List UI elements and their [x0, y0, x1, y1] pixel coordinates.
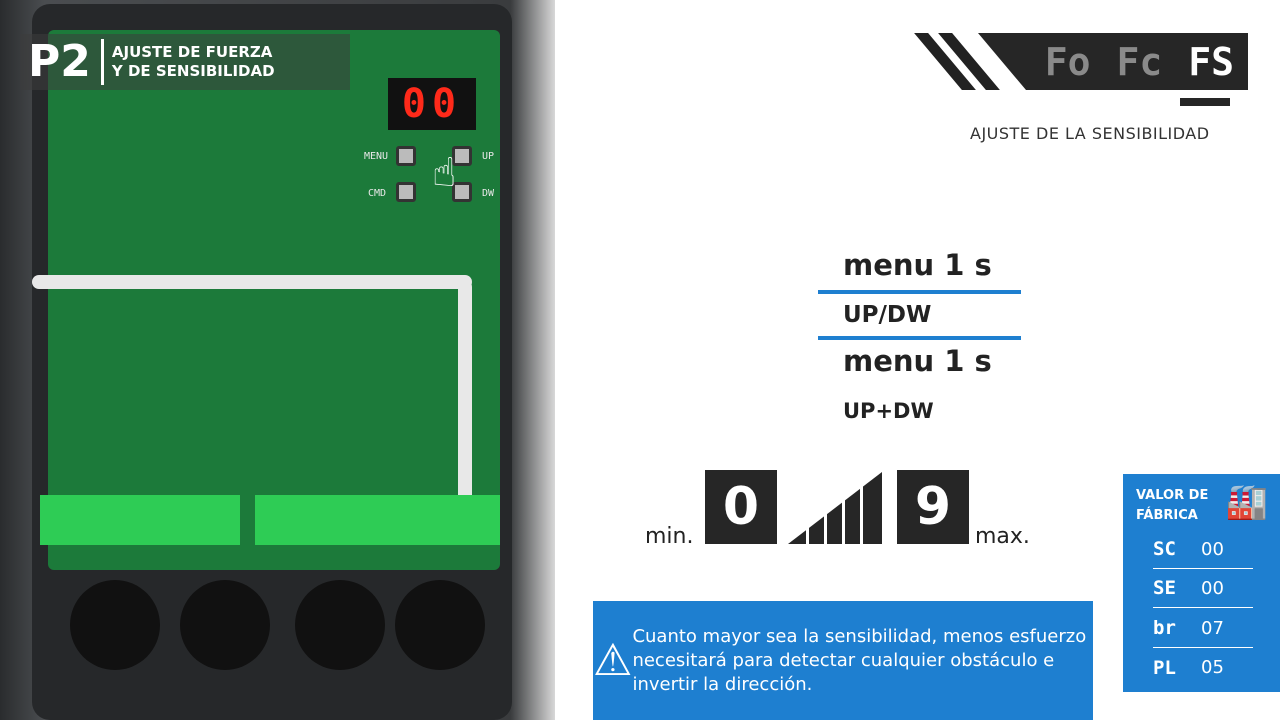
- step-1: menu 1 s: [843, 248, 992, 282]
- divider: [818, 290, 1021, 294]
- cable-gland: [295, 580, 385, 670]
- factory-title: VALOR DE FÁBRICA: [1136, 486, 1208, 526]
- factory-value: 07: [1201, 617, 1224, 639]
- terminal-block-right: [255, 495, 500, 545]
- white-cable-vertical: [458, 280, 472, 520]
- factory-title-line2: FÁBRICA: [1136, 508, 1198, 523]
- section-title-line2: Y DE SENSIBILIDAD: [111, 62, 275, 80]
- warning-icon: ⚠: [593, 635, 633, 686]
- section-badge: P2 AJUSTE DE FUERZA Y DE SENSIBILIDAD: [20, 34, 350, 90]
- factory-code: SC: [1153, 538, 1176, 560]
- board-label-up: UP: [482, 151, 495, 162]
- factory-code: br: [1153, 617, 1176, 639]
- step-4: UP+DW: [843, 399, 934, 423]
- pointing-hand-icon: ☝: [432, 150, 457, 196]
- active-indicator: [1180, 98, 1230, 106]
- white-cable: [32, 275, 472, 289]
- factory-code: PL: [1153, 656, 1176, 679]
- factory-value: 00: [1201, 538, 1224, 560]
- factory-value: 00: [1201, 577, 1224, 599]
- info-box: ⚠ Cuanto mayor sea la sensibilidad, meno…: [593, 601, 1093, 720]
- display-panel: Fo Fc FS: [978, 33, 1248, 90]
- factory-value: 05: [1201, 657, 1224, 678]
- cable-gland: [180, 580, 270, 670]
- factory-row: SE 00: [1153, 569, 1253, 608]
- display-code-fc: Fc: [1116, 39, 1163, 84]
- board-label-cmd: CMD: [368, 188, 387, 199]
- display-code-fs: FS: [1188, 39, 1234, 84]
- up-button[interactable]: [452, 146, 472, 166]
- info-text: Cuanto mayor sea la sensibilidad, menos …: [632, 625, 1087, 695]
- factory-icon: 🏭: [1225, 482, 1268, 522]
- cable-gland: [70, 580, 160, 670]
- factory-title-line1: VALOR DE: [1136, 488, 1209, 503]
- dw-button[interactable]: [452, 182, 472, 202]
- factory-row: PL 05: [1153, 648, 1253, 687]
- signal-bars-icon: [788, 472, 882, 544]
- max-value: 9: [897, 470, 969, 544]
- max-label: max.: [975, 524, 1030, 549]
- divider: [818, 336, 1021, 340]
- min-value: 0: [705, 470, 777, 544]
- step-2: UP/DW: [843, 302, 932, 328]
- menu-button[interactable]: [396, 146, 416, 166]
- section-number: P2: [20, 39, 104, 85]
- min-label: min.: [645, 524, 694, 549]
- terminal-block-left: [40, 495, 240, 545]
- function-display: Fo Fc FS: [914, 33, 1248, 90]
- section-title-line1: AJUSTE DE FUERZA: [111, 43, 273, 61]
- factory-row: SC 00: [1153, 530, 1253, 569]
- board-label-menu: MENU: [364, 151, 389, 162]
- cmd-button[interactable]: [396, 182, 416, 202]
- factory-row: br 07: [1153, 609, 1253, 648]
- display-code-fo: Fo: [1044, 39, 1091, 84]
- step-3: menu 1 s: [843, 344, 992, 378]
- sensitivity-scale: min. 0 9 max.: [645, 470, 1045, 550]
- board-label-dw: DW: [482, 188, 495, 199]
- control-board-photo: 00 MENU UP CMD DW ☝: [0, 0, 555, 720]
- display-subtitle: AJUSTE DE LA SENSIBILIDAD: [970, 124, 1210, 143]
- section-title: AJUSTE DE FUERZA Y DE SENSIBILIDAD: [104, 43, 275, 81]
- factory-code: SE: [1153, 577, 1176, 599]
- cable-gland: [395, 580, 485, 670]
- factory-values-panel: VALOR DE FÁBRICA 🏭 SC 00 SE 00 br 07 PL 05: [1123, 474, 1280, 692]
- board-led-display: 00: [388, 78, 476, 130]
